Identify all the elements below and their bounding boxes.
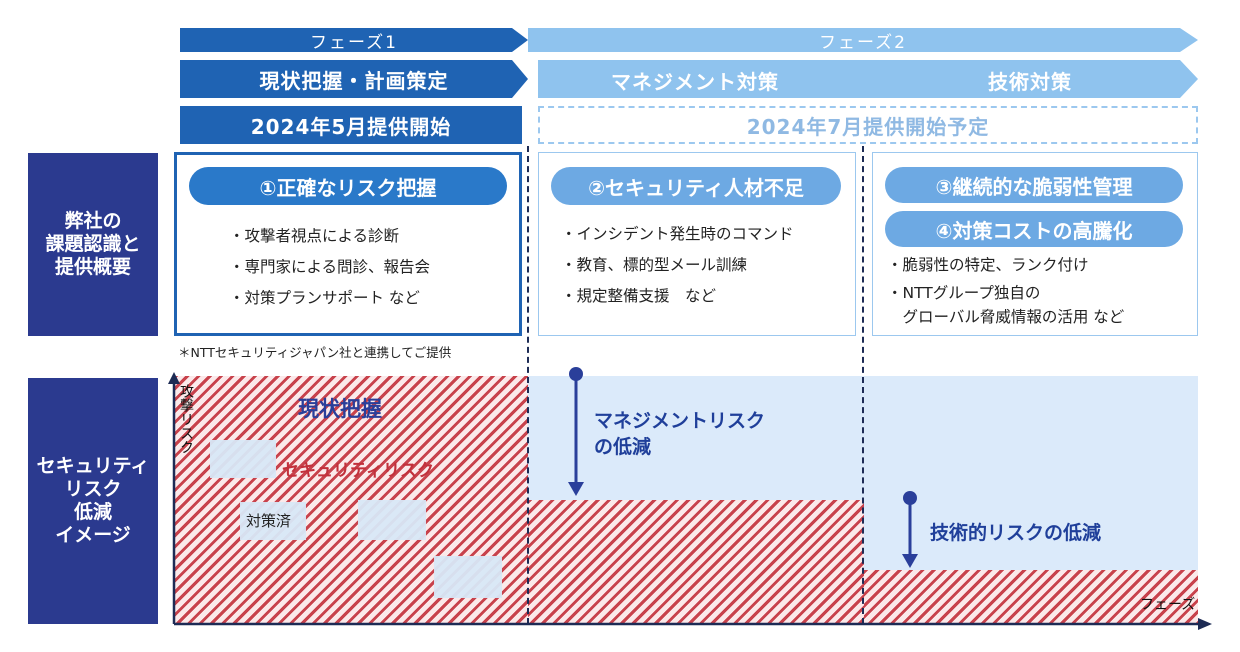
reduction-management-label: マネジメントリスク の低減 xyxy=(594,408,765,460)
list-item: ・専門家による問診、報告会 xyxy=(229,258,431,276)
reduction-management-line1: マネジメントリスク xyxy=(594,410,766,432)
risk-area-management xyxy=(528,500,864,624)
area1-title: 現状把握 xyxy=(298,397,382,421)
bullets-accurate-risk: ・攻撃者視点による診断 ・専門家による問診、報告会 ・対策プランサポート など xyxy=(229,221,430,314)
reduction-tech-label: 技術的リスクの低減 xyxy=(930,522,1102,544)
risk-line3: 低減 xyxy=(73,501,112,523)
phase1-arrow: フェーズ1 xyxy=(180,28,528,52)
list-item: ・インシデント発生時のコマンド xyxy=(561,225,794,243)
issues-line1: 弊社の xyxy=(64,210,122,232)
pill-security-staff: ②セキュリティ人材不足 xyxy=(551,167,841,205)
area1-risk-label: セキュリティリスク xyxy=(282,461,434,481)
x-axis-label: フェーズ xyxy=(1140,597,1196,613)
divider-management-tech xyxy=(862,146,864,624)
phase2-date: 2024年7月提供開始予定 xyxy=(746,114,990,139)
reduced-area-tech xyxy=(864,376,1198,570)
bullets-vuln-management: ・脆弱性の特定、ランク付け ・NTTグループ独自の グローバル脅威情報の活用 な… xyxy=(887,253,1124,329)
risk-line4: イメージ xyxy=(55,524,131,546)
list-item: ・規定整備支援 など xyxy=(561,287,717,305)
phase2-title-arrow xyxy=(538,60,1198,98)
phase2-arrow: フェーズ2 xyxy=(528,28,1198,52)
reduction-management-line2: の低減 xyxy=(594,436,652,458)
phase2-date-box: 2024年7月提供開始予定 xyxy=(538,106,1198,144)
risk-side-label: セキュリティ リスク 低減 イメージ xyxy=(28,378,158,624)
panel-vuln-management: ③継続的な脆弱性管理 ④対策コストの高騰化 ・脆弱性の特定、ランク付け ・NTT… xyxy=(872,152,1198,336)
done-box-2 xyxy=(240,502,306,540)
phase1-label: フェーズ1 xyxy=(310,32,398,53)
panel-accurate-risk: ①正確なリスク把握 ・攻撃者視点による診断 ・専門家による問診、報告会 ・対策プ… xyxy=(174,152,522,336)
footnote: ＊NTTセキュリティジャパン社と連携してご提供 xyxy=(178,345,452,360)
phase1-date: 2024年5月提供開始 xyxy=(250,114,452,139)
phase2-label: フェーズ2 xyxy=(819,32,907,53)
done-box-3 xyxy=(358,500,426,540)
list-item: ・脆弱性の特定、ランク付け xyxy=(887,256,1089,274)
done-box-4 xyxy=(434,556,502,598)
reduced-area-management xyxy=(528,376,864,500)
issues-side-label: 弊社の 課題認識と 提供概要 xyxy=(28,153,158,336)
risk-area-tech xyxy=(864,570,1198,624)
list-item: ・攻撃者視点による診断 xyxy=(229,227,400,245)
pill-cost-increase: ④対策コストの高騰化 xyxy=(885,211,1183,247)
issues-line2: 課題認識と xyxy=(45,233,141,255)
list-item: ・教育、標的型メール訓練 xyxy=(561,256,748,274)
y-axis-label: 攻撃リスク xyxy=(178,384,194,454)
pill-accurate-risk: ①正確なリスク把握 xyxy=(189,167,507,205)
phase1-date-box: 2024年5月提供開始 xyxy=(180,106,522,144)
panel-security-staff: ②セキュリティ人材不足 ・インシデント発生時のコマンド ・教育、標的型メール訓練… xyxy=(538,152,856,336)
pill-vuln-management: ③継続的な脆弱性管理 xyxy=(885,167,1183,203)
divider-phase1-phase2 xyxy=(527,146,529,624)
phase2-title-management: マネジメント対策 xyxy=(611,70,779,94)
phase1-title-arrow: 現状把握・計画策定 xyxy=(180,60,528,98)
bullets-security-staff: ・インシデント発生時のコマンド ・教育、標的型メール訓練 ・規定整備支援 など xyxy=(561,219,794,312)
done-box-1 xyxy=(210,440,276,478)
done-label: 対策済 xyxy=(246,512,292,530)
x-axis-arrowhead xyxy=(1198,618,1212,630)
list-item: ・NTTグループ独自の xyxy=(887,284,1041,302)
risk-line2: リスク xyxy=(64,478,122,500)
list-item: グローバル脅威情報の活用 など xyxy=(887,308,1125,326)
list-item: ・対策プランサポート など xyxy=(229,289,420,307)
phase1-title: 現状把握・計画策定 xyxy=(259,68,449,93)
issues-line3: 提供概要 xyxy=(54,256,131,278)
phase2-title-tech: 技術対策 xyxy=(988,70,1072,94)
risk-line1: セキュリティ xyxy=(36,455,150,477)
